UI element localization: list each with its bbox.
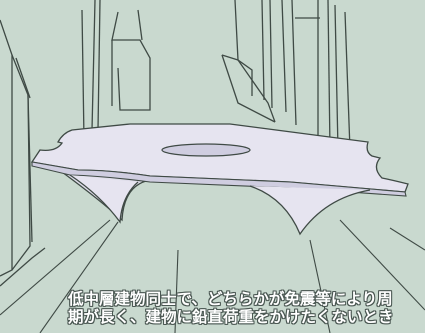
caption-line-1: 低中層建物同士で、どちらかが免震等により周 [68,290,393,308]
floor-lines [0,219,425,333]
right-building [221,0,351,151]
right-support-leg [249,185,371,236]
bridge-deck-opening [161,143,251,157]
bridge-structure [30,123,409,236]
bridge-deck-edge [31,161,407,197]
left-doorway [81,0,151,141]
left-building [0,19,46,287]
bridge-deck-top [30,123,409,193]
caption-line-2: 期が長く、建物に鉛直荷重をかけたくないとき [68,308,394,326]
caption: 低中層建物同士で、どちらかが免震等により周 期が長く、建物に鉛直荷重をかけたくな… [68,290,422,326]
left-support-leg [69,174,139,224]
